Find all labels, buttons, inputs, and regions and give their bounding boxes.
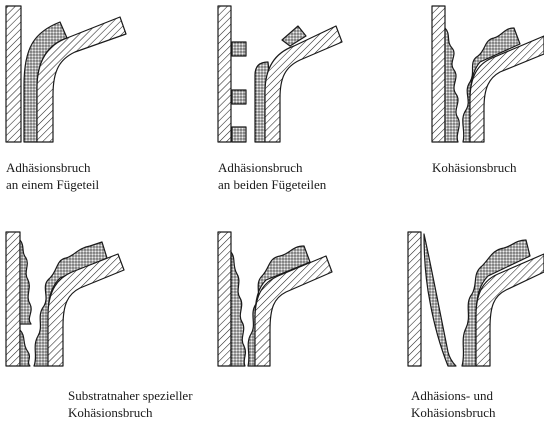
adhesive-residue: [445, 28, 459, 142]
panel-adhesive-both-sides: [218, 6, 342, 142]
caption-adhesive-both-sides: Adhäsionsbruch an beiden Fügeteilen: [218, 159, 326, 193]
adhesive-residue: [424, 234, 456, 366]
caption-cohesive: Kohäsionsbruch: [432, 159, 517, 176]
substrate-plate: [218, 6, 231, 142]
adhesive-residue: [232, 42, 246, 56]
caption-line: an einem Fügeteil: [6, 176, 99, 193]
caption-line: Kohäsionsbruch: [411, 404, 496, 421]
caption-near-substrate-cohesive: Substratnaher spezieller Kohäsionsbruch: [68, 387, 193, 421]
adhesive-residue: [231, 252, 245, 366]
caption-line: Kohäsionsbruch: [432, 159, 517, 176]
caption-line: Substratnaher spezieller: [68, 387, 193, 404]
adhesive-residue: [462, 240, 530, 366]
substrate-plate: [6, 232, 20, 366]
substrate-plate: [6, 6, 21, 142]
panel-adhesive-and-cohesive: [408, 232, 544, 366]
panel-cohesive: [432, 6, 544, 142]
substrate-plate: [408, 232, 421, 366]
panel-adhesive-one-side: [6, 6, 126, 142]
caption-line: Adhäsionsbruch: [218, 159, 326, 176]
adhesive-residue: [232, 90, 246, 104]
adhesive-residue: [34, 242, 107, 366]
adhesive-residue: [232, 127, 246, 142]
caption-line: Adhäsions- und: [411, 387, 496, 404]
adhesive-residue: [20, 240, 31, 324]
panel-near-substrate-cohesive: [6, 232, 124, 366]
caption-line: Kohäsionsbruch: [68, 404, 193, 421]
substrate-plate: [432, 6, 445, 142]
caption-line: an beiden Fügeteilen: [218, 176, 326, 193]
caption-adhesive-one-side: Adhäsionsbruch an einem Fügeteil: [6, 159, 99, 193]
adhesive-residue: [20, 330, 30, 366]
panel-cohesive-2: [218, 232, 332, 366]
caption-adhesive-and-cohesive: Adhäsions- und Kohäsionsbruch: [411, 387, 496, 421]
substrate-plate: [218, 232, 231, 366]
bent-substrate: [265, 26, 342, 142]
caption-line: Adhäsionsbruch: [6, 159, 99, 176]
